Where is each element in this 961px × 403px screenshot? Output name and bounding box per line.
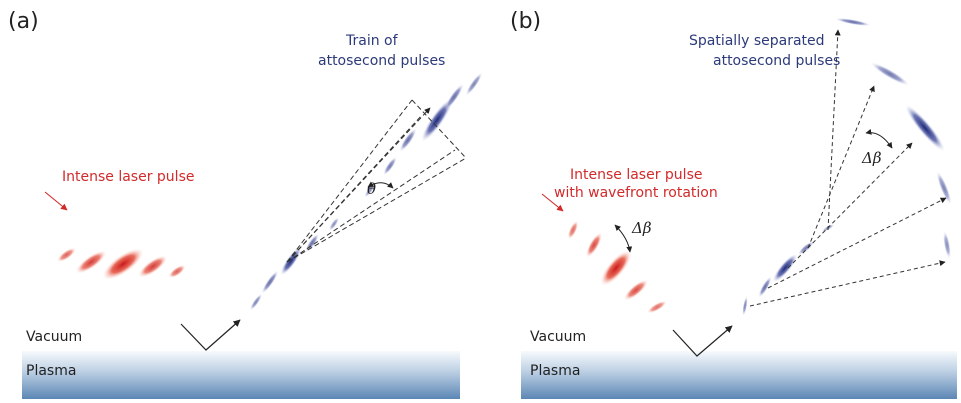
panel-a: (a) Vacuum Plasma Intense laser pulse (8, 9, 483, 399)
output-label-a-line2: attosecond pulses (318, 53, 445, 69)
divergence-cone-a (286, 99, 467, 263)
input-label-b-line1: Intense laser pulse (570, 167, 702, 183)
separation-angle-arc (865, 128, 893, 149)
laser-pulse-a (57, 247, 186, 280)
laser-pulse-b (567, 220, 667, 314)
plasma-label-b: Plasma (530, 363, 580, 379)
attosecond-pulses-b (742, 18, 952, 316)
separation-rays-b (749, 29, 947, 307)
angle-arc-a (367, 181, 394, 189)
attosecond-train-a (249, 72, 483, 311)
panel-b: (b) Vacuum Plasma Intense laser pulse wi… (510, 9, 957, 399)
separation-angle-symbol: Δβ (861, 149, 882, 167)
plasma-slab-a (22, 351, 460, 399)
wavefront-rotation-arc (614, 224, 633, 253)
output-label-b-line2: attosecond pulses (713, 53, 840, 69)
laser-direction-arrow-a (44, 191, 68, 211)
panel-a-label: (a) (8, 9, 39, 34)
plasma-slab-b (521, 351, 957, 399)
panel-b-label: (b) (510, 9, 541, 34)
plasma-label-a: Plasma (26, 363, 76, 379)
theta-symbol: θ (367, 180, 376, 198)
laser-direction-arrow-b (541, 193, 564, 212)
vacuum-label-a: Vacuum (26, 329, 82, 345)
reflection-arrow-b (672, 325, 733, 357)
output-label-a-line1: Train of (345, 33, 399, 49)
wavefront-rotation-symbol: Δβ (631, 219, 652, 237)
reflection-arrow-a (180, 319, 241, 351)
input-label-b-line2: with wavefront rotation (554, 185, 718, 201)
output-label-b-line1: Spatially separated (689, 33, 825, 49)
input-label-a: Intense laser pulse (62, 169, 194, 185)
vacuum-label-b: Vacuum (530, 329, 586, 345)
